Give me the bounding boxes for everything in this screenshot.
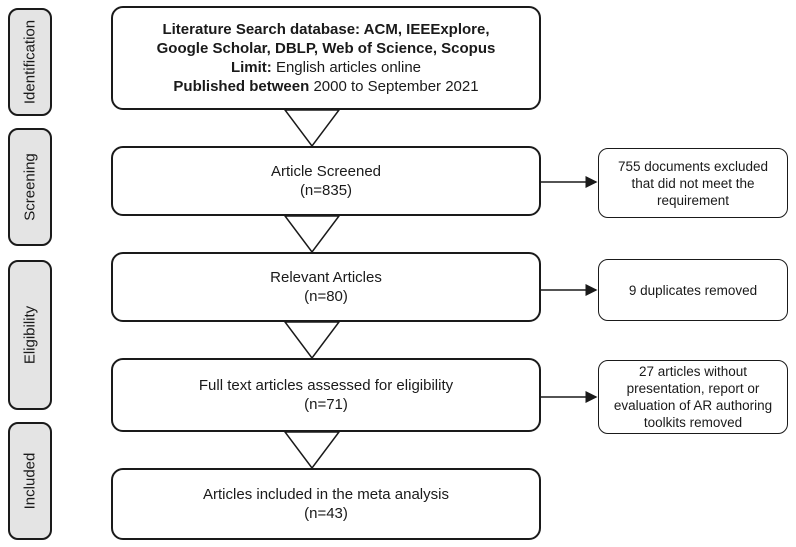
screened-count: (n=835) <box>299 182 353 199</box>
stage-screening-label: Screening <box>21 153 39 221</box>
search-box: Literature Search database: ACM, IEEExpl… <box>111 6 541 110</box>
excluded-eligibility-line1: 27 articles without <box>638 364 748 379</box>
fulltext-title: Full text articles assessed for eligibil… <box>198 377 454 394</box>
relevant-title: Relevant Articles <box>270 269 382 286</box>
duplicates-line1: 9 duplicates removed <box>628 282 758 298</box>
excluded-screen-line1: 755 documents excluded <box>617 158 769 174</box>
excluded-eligibility-line2: presentation, report or <box>626 381 760 396</box>
flow-connector-4 <box>283 431 341 470</box>
stage-eligibility: Eligibility <box>8 260 52 410</box>
excluded-eligibility-line3: evaluation of AR authoring <box>613 398 773 413</box>
included-box: Articles included in the meta analysis (… <box>111 468 541 540</box>
search-limit-line: Limit: English articles online <box>230 59 422 76</box>
fulltext-box: Full text articles assessed for eligibil… <box>111 358 541 432</box>
included-title: Articles included in the meta analysis <box>203 486 449 503</box>
search-databases-line2: Google Scholar, DBLP, Web of Science, Sc… <box>156 40 496 57</box>
flow-connector-1 <box>283 109 341 148</box>
flow-connector-2 <box>283 215 341 254</box>
stage-included: Included <box>8 422 52 540</box>
search-period-line: Published between 2000 to September 2021 <box>173 78 479 95</box>
flow-connector-3 <box>283 321 341 360</box>
excluded-screen-line3: requirement <box>656 192 730 208</box>
stage-screening: Screening <box>8 128 52 246</box>
fulltext-count: (n=71) <box>304 396 348 413</box>
excluded-eligibility-box: 27 articles without presentation, report… <box>598 360 788 434</box>
excluded-screen-box: 755 documents excluded that did not meet… <box>598 148 788 218</box>
duplicates-box: 9 duplicates removed <box>598 259 788 321</box>
stage-included-label: Included <box>21 452 39 510</box>
relevant-count: (n=80) <box>304 288 348 305</box>
stage-eligibility-label: Eligibility <box>21 305 39 365</box>
search-databases-line1: Literature Search database: ACM, IEEExpl… <box>162 21 490 38</box>
screened-title: Article Screened <box>270 163 382 180</box>
stage-identification-label: Identification <box>21 19 39 105</box>
excluded-eligibility-line4: toolkits removed <box>643 415 743 430</box>
stage-identification: Identification <box>8 8 52 116</box>
excluded-screen-line2: that did not meet the <box>631 175 755 191</box>
relevant-box: Relevant Articles (n=80) <box>111 252 541 322</box>
included-count: (n=43) <box>304 505 348 522</box>
screened-box: Article Screened (n=835) <box>111 146 541 216</box>
